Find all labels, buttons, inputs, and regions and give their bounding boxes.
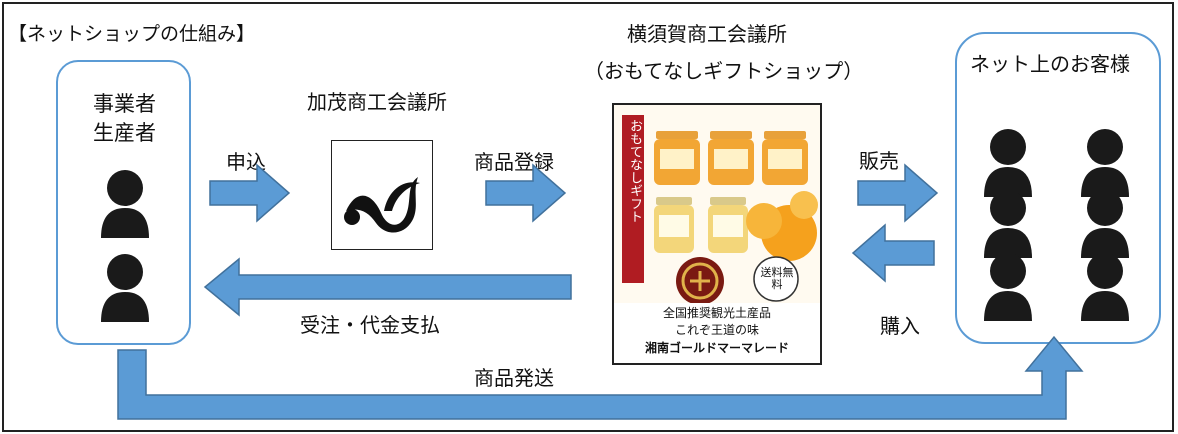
flow-register-label: 商品登録 bbox=[474, 150, 554, 174]
flow-purchase-label: 購入 bbox=[880, 314, 920, 338]
arrow-apply bbox=[209, 163, 291, 223]
flow-ship-label: 商品発送 bbox=[474, 366, 554, 390]
poster-badge-shape bbox=[753, 256, 799, 302]
customer-person-2 bbox=[1081, 129, 1129, 197]
diagram-title: 【ネットショップの仕組み】 bbox=[8, 23, 256, 45]
arrow-register bbox=[485, 163, 567, 223]
arrow-sell bbox=[857, 163, 939, 223]
jar-2 bbox=[708, 131, 754, 185]
product-poster: おもてなしギフト 送料無料 全国推奨観光土産品 これぞ王道の味 湘南ゴールドマー… bbox=[612, 103, 822, 365]
business-label-1: 事業者 bbox=[93, 92, 156, 116]
jar-5 bbox=[708, 197, 748, 253]
poster-artwork bbox=[614, 105, 820, 363]
business-label-2: 生産者 bbox=[93, 121, 156, 145]
orange-3 bbox=[790, 191, 818, 219]
poster-caption-1: 全国推奨観光土産品 bbox=[662, 306, 771, 320]
jar-3 bbox=[762, 131, 808, 185]
poster-caption-2: これぞ王道の味 bbox=[674, 323, 759, 337]
arrow-ship bbox=[117, 335, 1084, 420]
customer-person-5 bbox=[984, 253, 1032, 321]
kamo-logo-mark bbox=[344, 177, 420, 233]
poster-caption-3: 湘南ゴールドマーマレード bbox=[644, 341, 789, 355]
yokosuka-label-2: （おもてなしギフトショップ） bbox=[584, 59, 864, 83]
business-person-2 bbox=[101, 254, 149, 322]
customer-person-4 bbox=[1081, 190, 1129, 258]
poster-vertical-banner: おもてなしギフト bbox=[627, 119, 642, 223]
customer-person-3 bbox=[984, 190, 1032, 258]
flow-sell-label: 販売 bbox=[859, 149, 899, 173]
yokosuka-label-1: 横須賀商工会議所 bbox=[627, 22, 787, 46]
business-box bbox=[56, 60, 191, 345]
jar-1 bbox=[654, 131, 700, 185]
arrow-purchase bbox=[851, 223, 935, 283]
orange-2 bbox=[746, 203, 782, 239]
kamo-logo bbox=[331, 140, 433, 250]
flow-order-payment-label: 受注・代金支払 bbox=[300, 313, 440, 337]
poster-badge: 送料無料 bbox=[760, 266, 794, 291]
business-person-1 bbox=[101, 170, 149, 238]
kamo-label: 加茂商工会議所 bbox=[307, 90, 447, 114]
jar-4 bbox=[654, 197, 694, 253]
customers-label: ネット上のお客様 bbox=[970, 52, 1130, 76]
customer-person-1 bbox=[984, 129, 1032, 197]
poster-banner bbox=[622, 115, 644, 283]
arrow-order-payment bbox=[203, 257, 572, 317]
customer-person-6 bbox=[1081, 253, 1129, 321]
